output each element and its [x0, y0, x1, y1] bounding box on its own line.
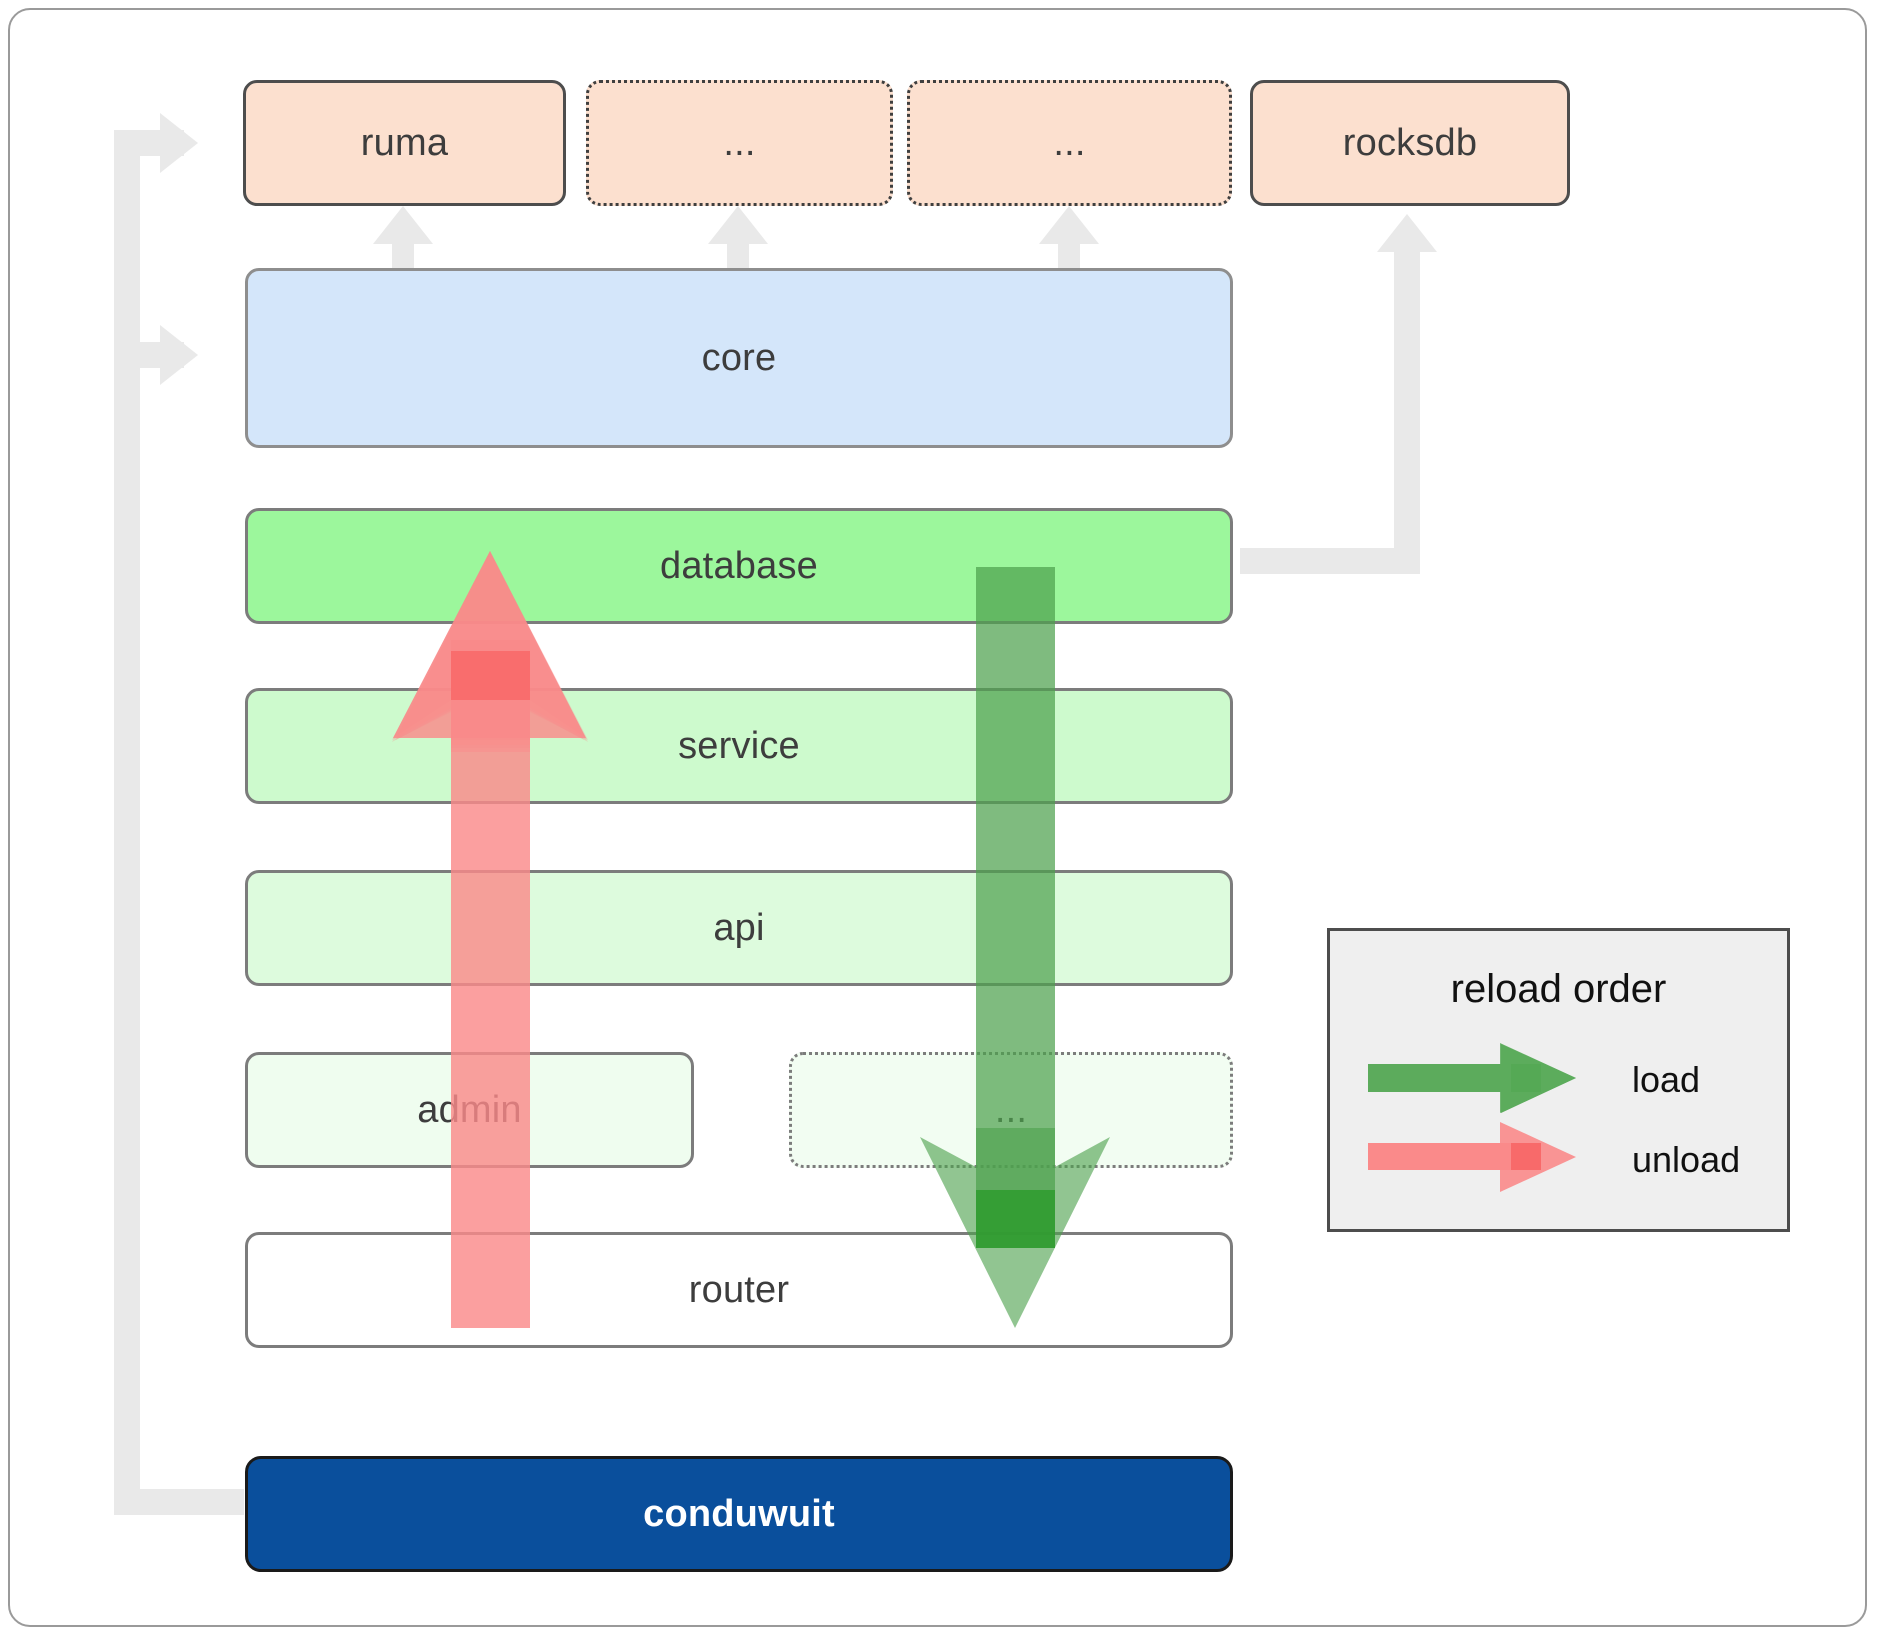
- layer-label: ...: [994, 1088, 1028, 1131]
- layer-box-router[interactable]: router: [245, 1232, 1233, 1348]
- legend-label-unload: unload: [1632, 1139, 1741, 1180]
- dependency-label: rocksdb: [1342, 121, 1478, 164]
- legend-title: reload order: [1450, 967, 1667, 1011]
- layer-box-service[interactable]: service: [245, 688, 1233, 804]
- connector-arrow-core-dots2: [1039, 206, 1099, 244]
- layer-box-api[interactable]: api: [245, 870, 1233, 986]
- legend-panel: reload order load unload: [1327, 928, 1790, 1232]
- dependency-box-ruma[interactable]: ruma: [243, 80, 566, 206]
- layer-label: api: [713, 906, 765, 949]
- dependency-label: ...: [723, 121, 756, 164]
- legend-unload-arrow-icon: [1368, 1122, 1576, 1192]
- connector-db-to-rocksdb-vertical: [1394, 250, 1420, 570]
- connector-arrow-core-ruma: [373, 206, 433, 244]
- connector-core-to-dots1-stem: [727, 236, 749, 272]
- layer-box-database[interactable]: database: [245, 508, 1233, 624]
- dependency-box-rocksdb[interactable]: rocksdb: [1250, 80, 1570, 206]
- connector-arrow-rocksdb: [1377, 214, 1437, 252]
- legend-label-load: load: [1632, 1059, 1701, 1100]
- layer-label: database: [660, 544, 818, 587]
- dependency-box-ellipsis-2[interactable]: ...: [907, 80, 1232, 206]
- layer-box-admin[interactable]: admin: [245, 1052, 694, 1168]
- connector-core-to-dots2-stem: [1058, 236, 1080, 272]
- layer-label: core: [701, 336, 777, 379]
- legend-arrows: [1368, 1043, 1576, 1192]
- dependency-label: ruma: [360, 121, 449, 164]
- connector-db-to-rocksdb-horizontal: [1240, 548, 1420, 574]
- connector-core-to-ruma-stem: [392, 236, 414, 272]
- app-box-conduwuit[interactable]: conduwuit: [245, 1456, 1233, 1572]
- layer-label: router: [688, 1268, 790, 1311]
- layer-box-ellipsis[interactable]: ...: [789, 1052, 1233, 1168]
- connector-arrow-core: [160, 325, 198, 385]
- layer-label: service: [678, 724, 800, 767]
- layer-box-core[interactable]: core: [245, 268, 1233, 448]
- dependency-label: ...: [1053, 121, 1086, 164]
- legend-load-arrow-icon: [1368, 1043, 1576, 1113]
- connector-left-bottom: [114, 1489, 244, 1515]
- diagram-frame: [8, 8, 1867, 1627]
- connector-arrow-core-dots1: [708, 206, 768, 244]
- dependency-box-ellipsis-1[interactable]: ...: [586, 80, 893, 206]
- app-label: conduwuit: [643, 1492, 835, 1535]
- connector-arrow-ruma: [160, 113, 198, 173]
- layer-label: admin: [417, 1088, 522, 1131]
- connector-left-vertical: [114, 130, 140, 1515]
